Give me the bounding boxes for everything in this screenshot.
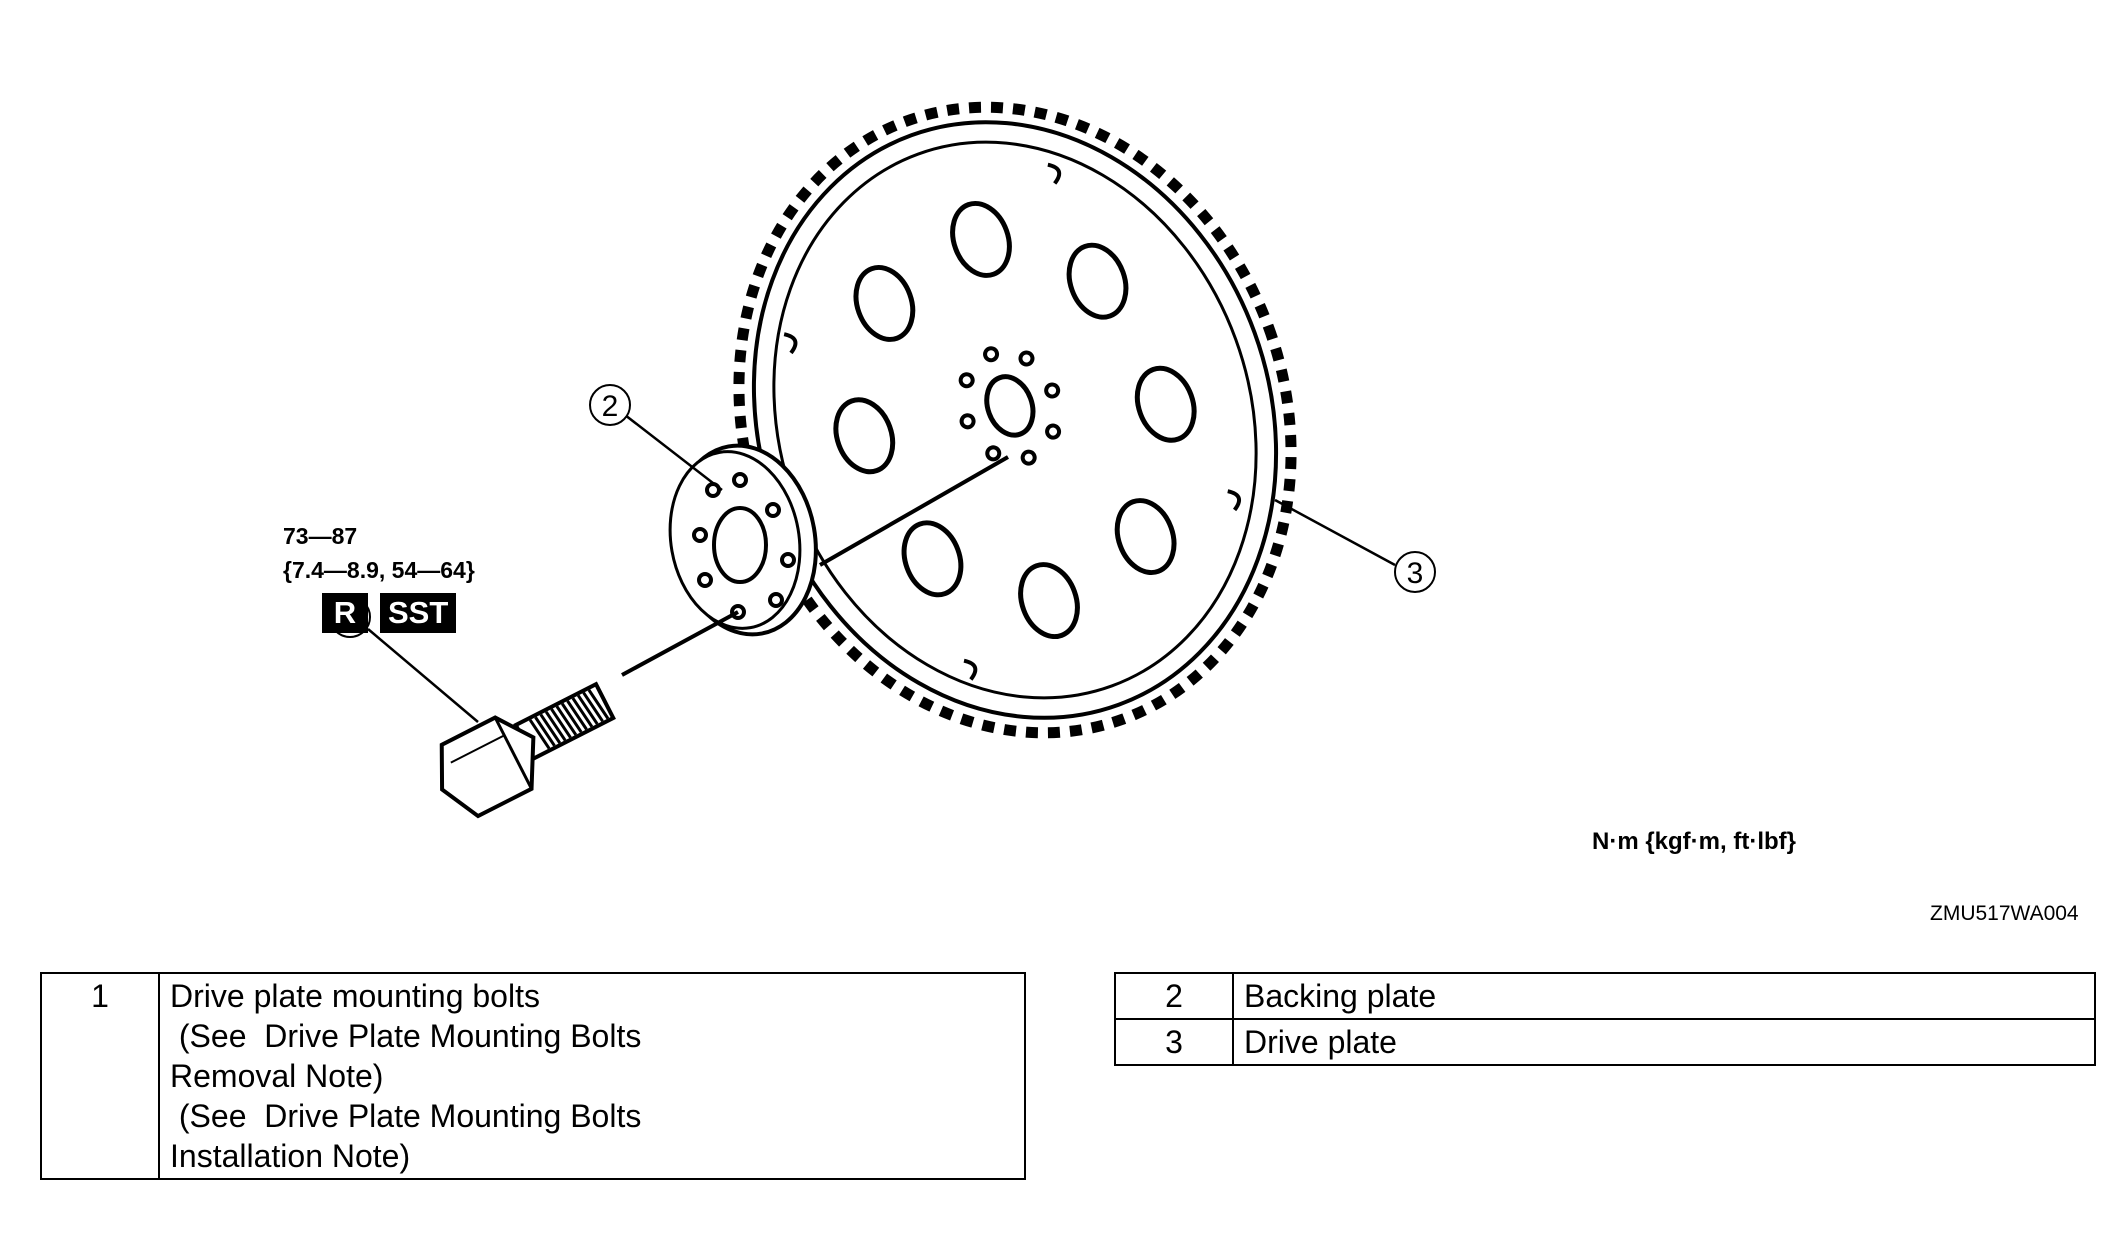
callout-3: 3 (1394, 551, 1436, 593)
plate-notch (783, 332, 798, 355)
hub-bolt-hole (1044, 382, 1061, 399)
plate-notch (1227, 489, 1242, 512)
legend-line: Removal Note) (170, 1058, 384, 1094)
badge-row: R SST (322, 593, 457, 633)
legend-description: Drive plate (1232, 1018, 2096, 1066)
plate-hole (1066, 242, 1129, 320)
legend-row: 1 Drive plate mounting bolts (See Drive … (40, 972, 1026, 1180)
hub-bolt-hole (1020, 449, 1037, 466)
figure-code: ZMU517WA004 (1930, 902, 2079, 925)
svg-text:2: 2 (602, 390, 619, 423)
legend-table-left: 1 Drive plate mounting bolts (See Drive … (40, 972, 1026, 1180)
legend-number: 2 (1114, 972, 1234, 1020)
legend-row: 2 Backing plate (1114, 972, 2096, 1020)
legend-line: Drive plate mounting bolts (170, 978, 540, 1014)
drive-plate (733, 101, 1297, 739)
legend-line: (See Drive Plate Mounting Bolts (170, 1098, 642, 1134)
legend-number: 3 (1114, 1018, 1234, 1066)
legend-description: Backing plate (1232, 972, 2096, 1020)
replace-badge: R (322, 593, 368, 633)
legend-table-right: 2 Backing plate 3 Drive plate (1114, 972, 2096, 1066)
plate-hole (1018, 562, 1080, 640)
plate-hole (833, 397, 896, 475)
hub-bolt-hole (983, 346, 1000, 363)
plate-hole (950, 200, 1012, 278)
legend-row: 3 Drive plate (1114, 1018, 2096, 1066)
hub-bolt-hole (1045, 423, 1062, 440)
legend-number: 1 (40, 972, 160, 1180)
unit-label: N·m {kgf·m, ft·lbf} (1592, 828, 1796, 855)
plate-hole (1114, 498, 1177, 576)
torque-value-alt-units: {7.4—8.9, 54—64} (283, 557, 475, 583)
torque-value: 73—87 (283, 523, 358, 549)
legend-line: (See Drive Plate Mounting Bolts (170, 1018, 642, 1054)
plate-hole (1134, 365, 1197, 443)
plate-hole (853, 264, 916, 342)
backing-plate (668, 443, 818, 637)
hub-bolt-hole (985, 445, 1002, 462)
callout-2: 2 (589, 384, 631, 426)
hub-bolt-hole (959, 413, 976, 430)
mounting-bolt (439, 455, 1009, 819)
legend-line: Installation Note) (170, 1138, 411, 1174)
plate-hole (901, 520, 964, 598)
svg-text:3: 3 (1407, 557, 1424, 590)
hub-bolt-hole (958, 372, 975, 389)
plate-notch (963, 658, 978, 681)
hub-bolt-hole (1018, 350, 1035, 367)
plate-notch (1047, 162, 1062, 185)
sst-badge: SST (380, 593, 457, 633)
legend-description: Drive plate mounting bolts (See Drive Pl… (158, 972, 1026, 1180)
